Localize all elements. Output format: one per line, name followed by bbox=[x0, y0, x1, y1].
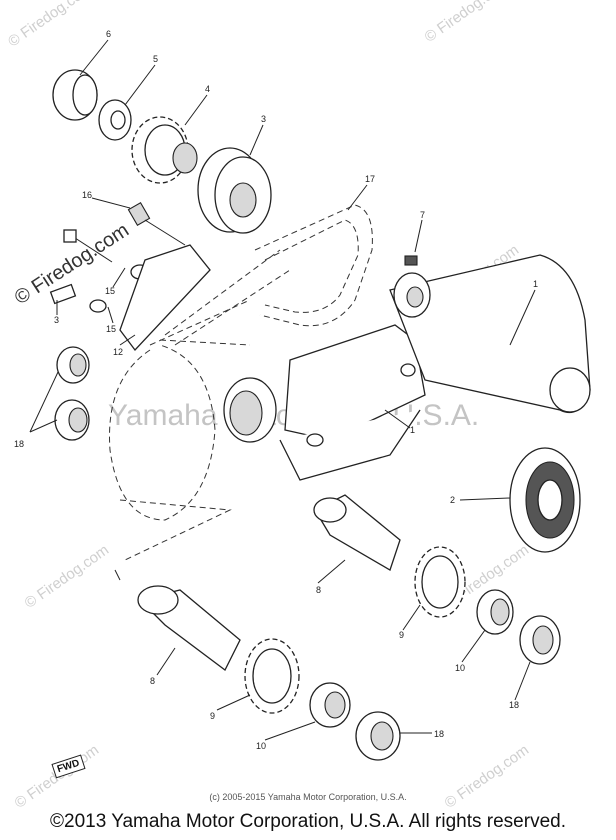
reference-lines bbox=[114, 499, 232, 581]
diagram-copyright: (c) 2005-2015 Yamaha Motor Corporation, … bbox=[209, 792, 407, 802]
callout-16: 16 bbox=[82, 190, 92, 200]
callout-leaders bbox=[29, 39, 536, 741]
part-16-bolt bbox=[127, 201, 186, 246]
part-12-plate bbox=[119, 244, 211, 352]
part-8-shaft-left bbox=[137, 585, 241, 671]
part-18-bushing-upper-left bbox=[56, 346, 90, 384]
callout-7: 7 bbox=[420, 210, 425, 220]
part-4-sprocket bbox=[131, 116, 198, 184]
callout-18-left: 18 bbox=[14, 439, 24, 449]
callout-8-left: 8 bbox=[150, 676, 155, 686]
part-2-bearing bbox=[509, 447, 581, 553]
part-3-bolt bbox=[63, 229, 113, 263]
callout-3-bearing: 3 bbox=[261, 114, 266, 124]
callout-15-lower: 15 bbox=[106, 324, 116, 334]
part-3-bolt-lower bbox=[49, 283, 77, 305]
part-9-sprocket-right bbox=[414, 546, 466, 618]
callout-17: 17 bbox=[365, 174, 375, 184]
callout-15-upper: 15 bbox=[105, 286, 115, 296]
part-6-cap bbox=[52, 69, 98, 121]
callout-18-right: 18 bbox=[509, 700, 519, 710]
part-17-upper-chain bbox=[254, 204, 373, 327]
part-3-bearing bbox=[197, 147, 272, 234]
watermark-left-lower: © Firedog.com bbox=[22, 541, 113, 611]
part-9-sprocket-left bbox=[244, 638, 300, 714]
callout-5: 5 bbox=[153, 54, 158, 64]
part-10-bushing-right bbox=[476, 589, 514, 635]
callout-2: 2 bbox=[450, 495, 455, 505]
part-18-bushing-bottom bbox=[355, 711, 401, 761]
callout-6: 6 bbox=[106, 29, 111, 39]
callout-3-bolt: 3 bbox=[54, 315, 59, 325]
watermark-top-left: © Firedog.com bbox=[5, 0, 96, 51]
callout-9-left: 9 bbox=[210, 711, 215, 721]
callout-1-upper: 1 bbox=[533, 279, 538, 289]
callout-1-lower: 1 bbox=[410, 425, 415, 435]
callout-12: 12 bbox=[113, 347, 123, 357]
callout-18-bottom: 18 bbox=[434, 729, 444, 739]
part-5-washer bbox=[98, 99, 132, 141]
callout-10-left: 10 bbox=[256, 741, 266, 751]
part-1-housing bbox=[279, 254, 591, 481]
drive-sprocket-hub bbox=[223, 377, 277, 443]
callout-10-right: 10 bbox=[455, 663, 465, 673]
watermark-top-right: © Firedog.com bbox=[422, 0, 513, 46]
footer-copyright: ©2013 Yamaha Motor Corporation, U.S.A. A… bbox=[50, 811, 566, 832]
part-18-bushing-right bbox=[519, 615, 561, 665]
callout-4: 4 bbox=[205, 84, 210, 94]
main-chain bbox=[109, 249, 291, 521]
callout-8-right: 8 bbox=[316, 585, 321, 595]
part-18-bushing-lower-left bbox=[54, 399, 90, 441]
part-8-shaft-right bbox=[313, 494, 401, 571]
part-10-bushing-left bbox=[309, 682, 351, 728]
callout-9-right: 9 bbox=[399, 630, 404, 640]
part-15-washer-lower bbox=[89, 299, 107, 313]
part-7-pin bbox=[404, 255, 418, 266]
